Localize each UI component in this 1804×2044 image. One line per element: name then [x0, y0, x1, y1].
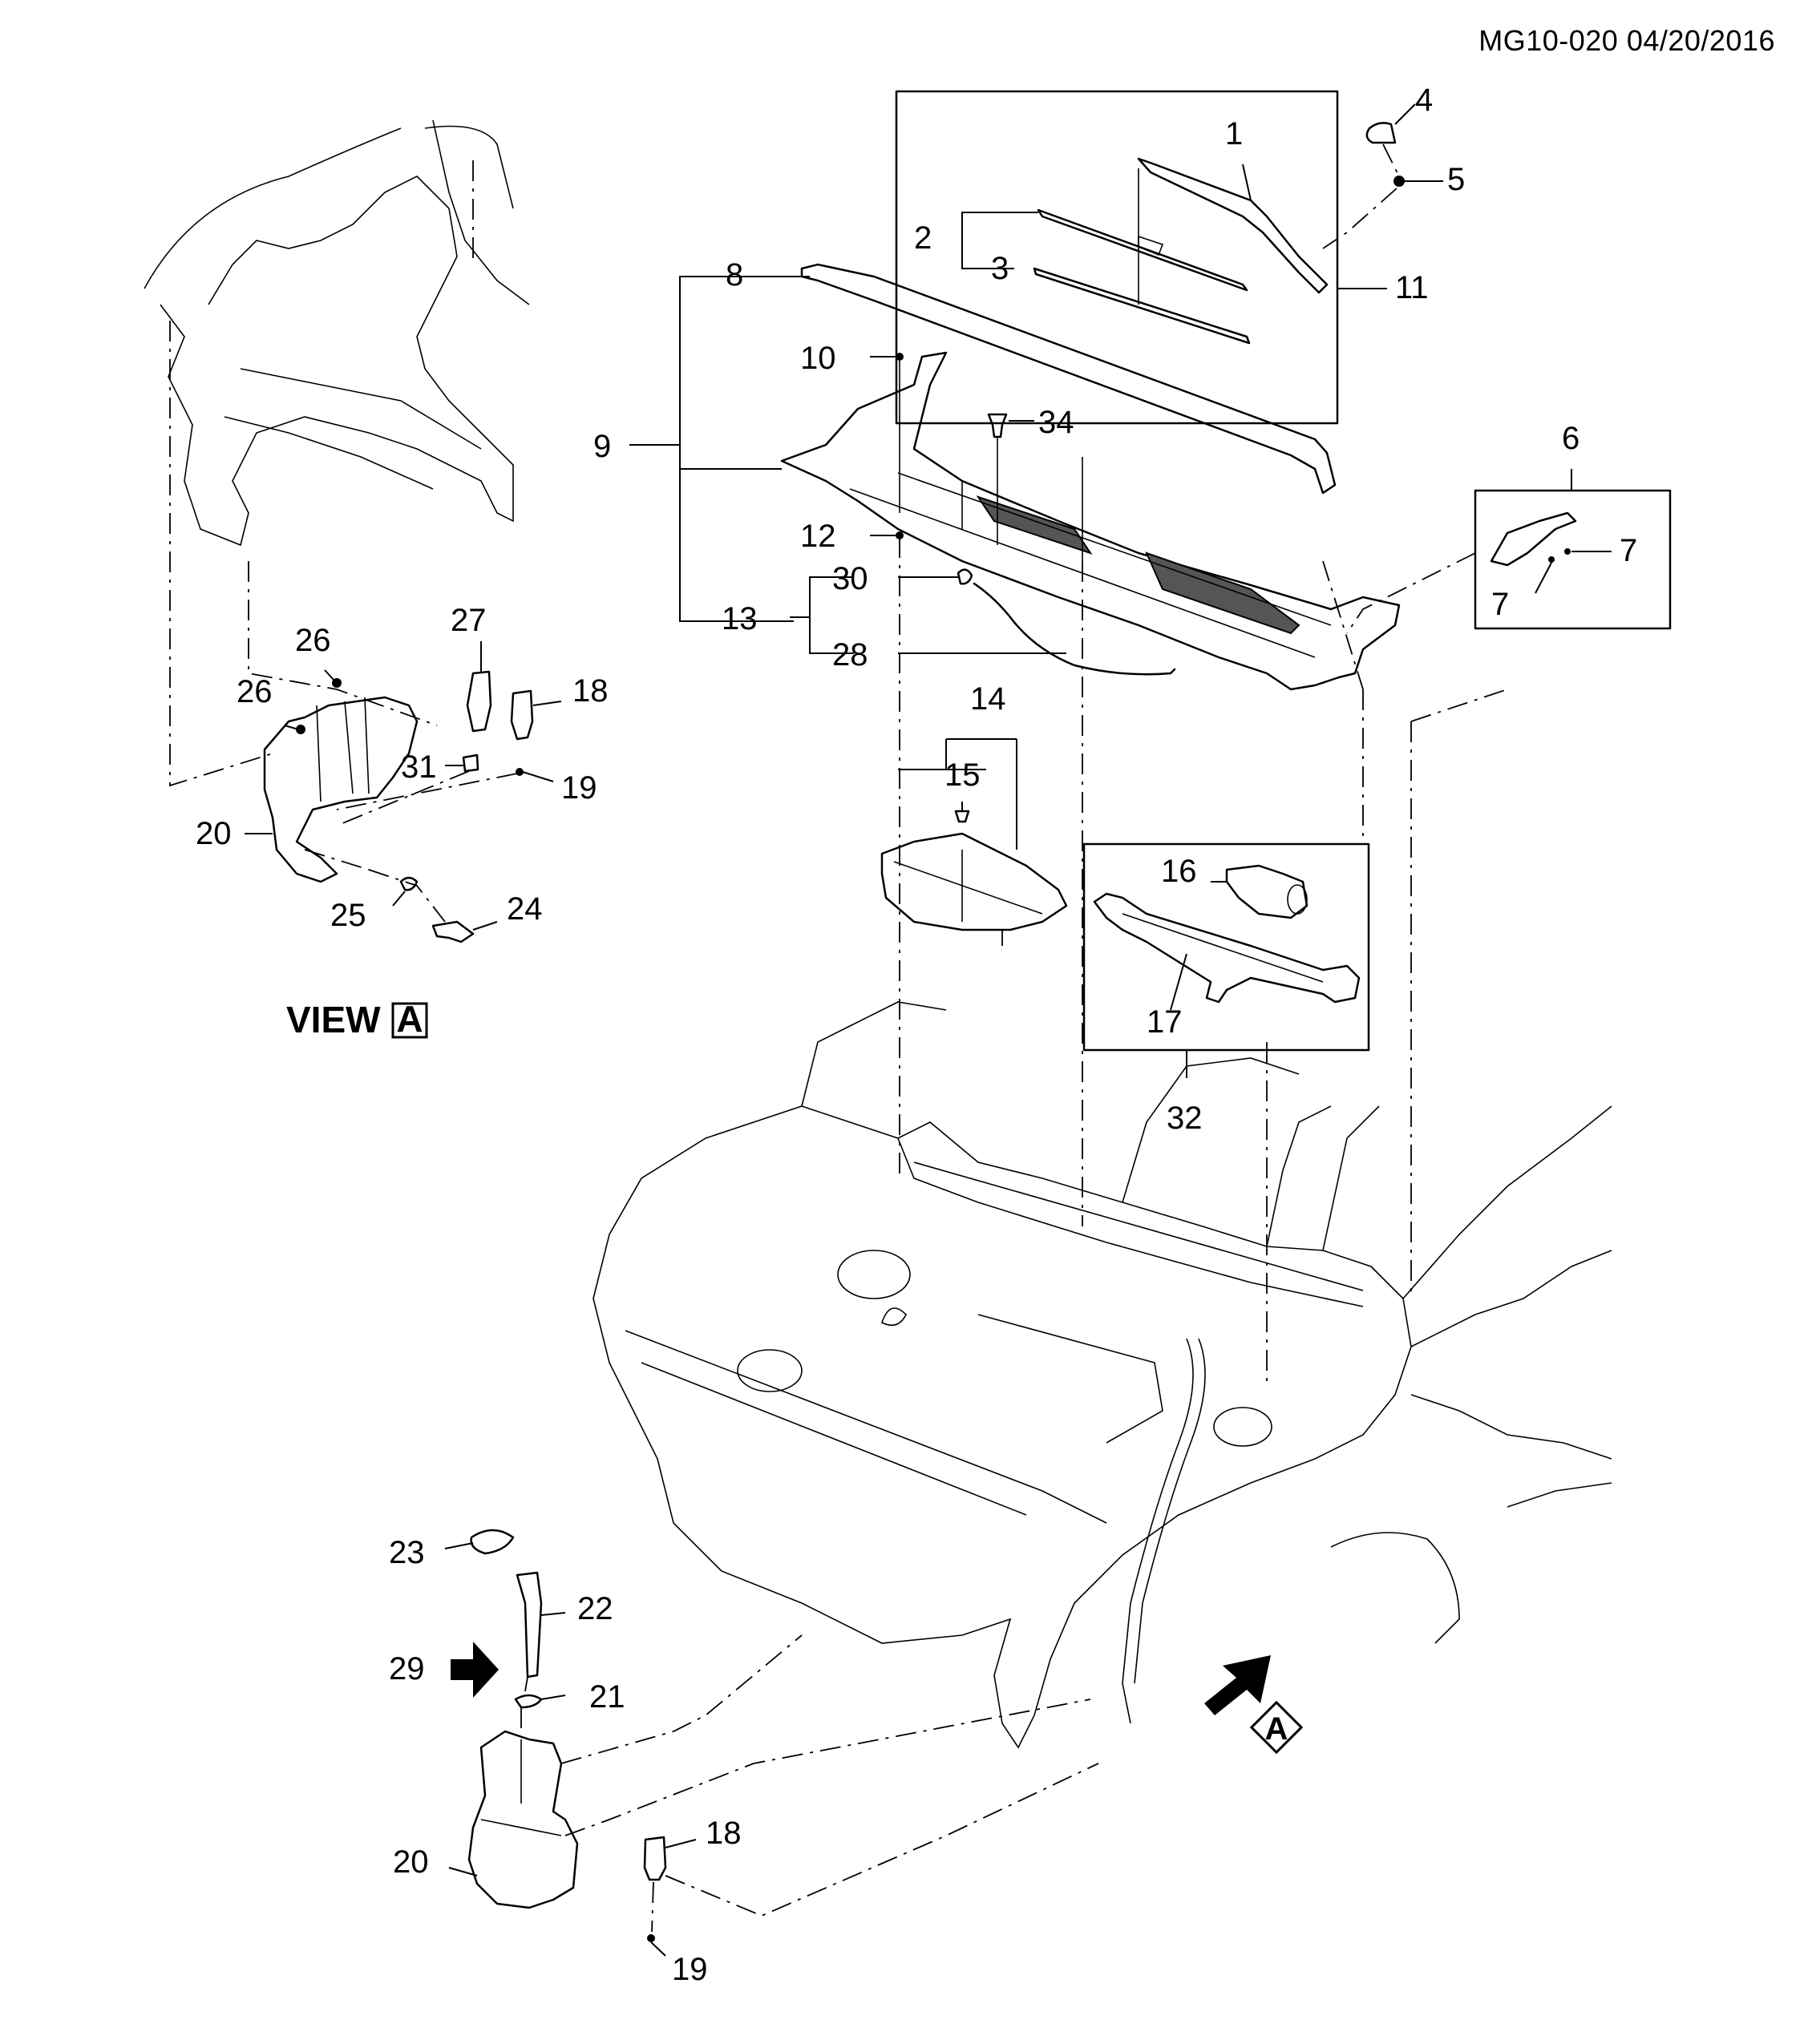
callout-20: 20: [393, 1844, 429, 1880]
cowl-push-fastener: [987, 413, 1008, 438]
callout-26-top: 26: [295, 623, 331, 658]
callout-32: 32: [1167, 1101, 1203, 1136]
callout-24: 24: [507, 891, 543, 927]
callout-22: 22: [577, 1591, 613, 1626]
callout-26-left: 26: [237, 674, 273, 709]
cowl-extension-box: [1474, 489, 1672, 630]
callout-19: 19: [672, 1952, 708, 1987]
view-a-direction-arrow: [1204, 1655, 1271, 1715]
callout-23: 23: [389, 1535, 425, 1570]
callout-3: 3: [991, 251, 1009, 286]
callout-28: 28: [832, 637, 868, 673]
wiper-arm-cap: [1365, 122, 1397, 144]
wiper-blade-refill: [1033, 267, 1251, 345]
callout-17: 17: [1147, 1004, 1183, 1040]
callout-20-view-a: 20: [196, 816, 232, 851]
callout-6: 6: [1562, 421, 1580, 456]
washer-reservoir: [467, 1730, 579, 1909]
wiper-linkage: [1093, 892, 1361, 1004]
view-a-label: VIEW: [286, 999, 381, 1040]
callout-5: 5: [1447, 162, 1465, 197]
callout-25: 25: [330, 898, 366, 933]
diagram-code-date: MG10-020 04/20/2016: [1478, 24, 1775, 57]
callout-30: 30: [832, 561, 868, 596]
view-a-clip: [399, 876, 419, 891]
callout-19-view-a: 19: [561, 770, 597, 806]
callout-11: 11: [1395, 270, 1429, 305]
washer-hose: [973, 582, 1176, 676]
callout-9: 9: [593, 429, 611, 464]
callout-31: 31: [401, 749, 437, 785]
wiper-blade-upper: [1037, 208, 1248, 292]
callout-10: 10: [800, 341, 836, 376]
view-a-bracket: [431, 920, 475, 943]
view-a-body-outline: [144, 127, 514, 547]
callout-7-left: 7: [1491, 587, 1509, 622]
view-a-label-letter: A: [396, 998, 423, 1040]
cowl-extension: [1490, 511, 1577, 567]
cowl-vent-grille: [880, 832, 1068, 931]
wiper-arm-nut: [1393, 176, 1405, 187]
callout-13: 13: [722, 601, 758, 636]
cowl-clip-lower: [896, 531, 904, 539]
callout-29: 29: [389, 1651, 425, 1687]
view-direction-arrow-29: [451, 1642, 499, 1698]
vehicle-front-structure: [593, 1105, 1412, 1749]
cowl-panel-screen-left: [976, 495, 1093, 555]
callout-34: 34: [1038, 405, 1074, 440]
cowl-seal: [800, 263, 1337, 495]
reservoir-cap-seal: [470, 1529, 515, 1555]
callout-2: 2: [914, 220, 932, 256]
callout-4: 4: [1415, 83, 1433, 118]
wiper-module-box: [1082, 842, 1370, 1052]
view-a-washer-reservoir: [263, 696, 419, 883]
view-a-arrow-label-box: [1249, 1700, 1304, 1755]
callout-18: 18: [706, 1816, 742, 1851]
wiper-arm: [1137, 157, 1329, 294]
wiper-arm-group-box: [895, 90, 1339, 425]
view-a-arrow-label: A: [1265, 1711, 1288, 1747]
callout-27: 27: [451, 603, 487, 638]
callout-15: 15: [944, 757, 981, 793]
callout-16: 16: [1161, 854, 1197, 889]
cowl-panel: [780, 351, 1401, 691]
cowl-clip-upper: [896, 353, 904, 361]
callout-18-view-a: 18: [572, 673, 609, 709]
callout-12: 12: [800, 519, 836, 554]
filler-neck-grommet: [514, 1694, 543, 1709]
callout-21: 21: [589, 1679, 625, 1715]
callout-1: 1: [1225, 116, 1243, 151]
wiper-motor: [1225, 864, 1309, 919]
filler-neck: [516, 1571, 543, 1678]
callout-8: 8: [726, 257, 743, 293]
view-a-washer-pump-rear: [510, 689, 534, 741]
callout-7-right: 7: [1620, 533, 1637, 568]
view-a-washer-pump-front: [466, 670, 492, 733]
grille-push-pin: [954, 810, 970, 823]
washer-hose-grommet: [957, 568, 973, 585]
washer-pump: [643, 1836, 667, 1881]
callout-14: 14: [970, 681, 1006, 717]
